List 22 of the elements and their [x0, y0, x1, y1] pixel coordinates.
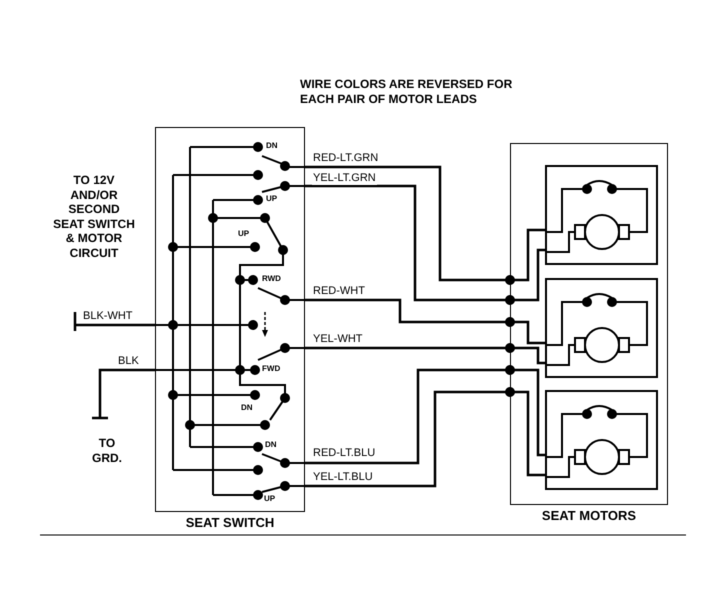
contact-label: UP — [238, 229, 250, 239]
contact-label: DN — [266, 141, 278, 151]
contact-label: UP — [266, 194, 278, 204]
wire — [74, 310, 156, 332]
connection-note: TO 12V AND/OR SECOND SEAT SWITCH & MOTOR CIRCUIT — [52, 173, 136, 260]
contact-label: DN — [241, 403, 253, 413]
unit-caption: SEAT SWITCH — [184, 514, 276, 532]
wire — [305, 368, 545, 464]
contact-label: FWD — [262, 364, 280, 374]
note-text: WIRE COLORS ARE REVERSED FOR EACH PAIR OF MOTOR LEADS — [300, 77, 514, 107]
contact-label: RWD — [262, 274, 281, 284]
unit-caption: SEAT MOTORS — [540, 507, 638, 525]
wire — [90, 368, 156, 420]
wire — [305, 166, 545, 282]
contact-label: UP — [264, 494, 276, 504]
connection-note: TO GRD. — [91, 436, 123, 466]
wire — [305, 298, 545, 344]
wire — [305, 390, 545, 488]
wire — [305, 184, 545, 302]
wire-color-label: YEL-LT.GRN — [312, 172, 377, 185]
wire — [305, 346, 545, 364]
contact-label: DN — [265, 440, 277, 450]
